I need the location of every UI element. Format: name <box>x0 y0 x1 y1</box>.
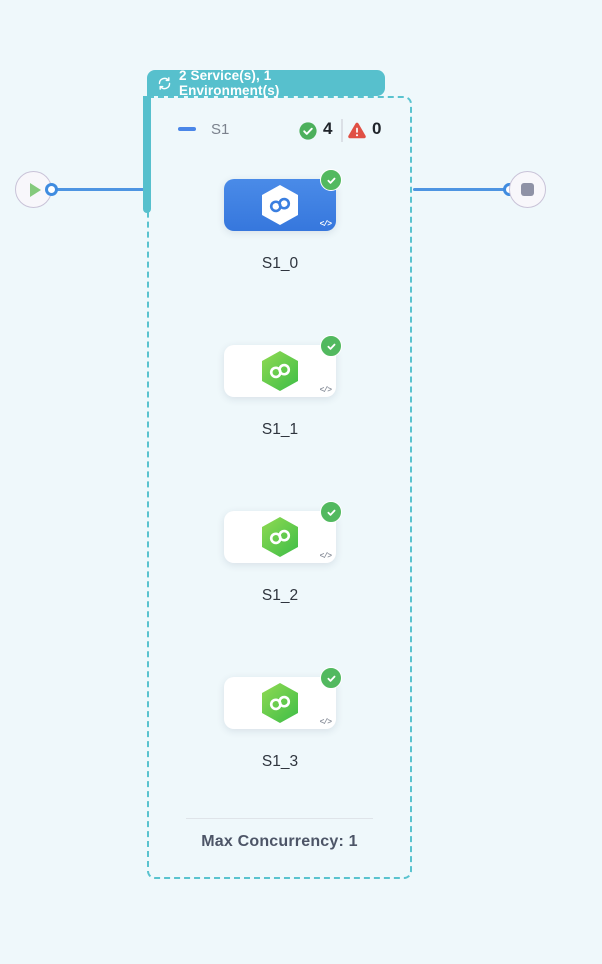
error-count: 0 <box>372 119 382 138</box>
pipeline-end-node <box>509 171 546 208</box>
success-count-icon <box>299 122 317 140</box>
service-exec-node-S1_0: </> S1_0 <box>224 169 342 279</box>
success-count: 4 <box>323 119 333 138</box>
service-exec-card[interactable]: </> <box>224 501 342 563</box>
stop-icon <box>521 183 534 196</box>
code-icon: </> <box>319 718 332 727</box>
stage-accent-bar <box>143 96 151 213</box>
start-port-icon <box>45 183 58 196</box>
max-concurrency-label: Max Concurrency: 1 <box>201 833 358 850</box>
success-badge-icon <box>320 169 342 191</box>
edge-stage-to-end <box>413 187 505 191</box>
service-exec-node-S1_3: </> S1_3 <box>224 667 342 777</box>
edge-start-to-stage <box>50 187 147 191</box>
play-icon <box>29 182 41 197</box>
code-icon: </> <box>319 552 332 561</box>
stage-summary-badge[interactable]: 2 Service(s), 1 Environment(s) <box>147 68 385 98</box>
success-badge-icon <box>320 667 342 689</box>
collapse-stage-button[interactable] <box>178 127 196 131</box>
service-hexagon-icon <box>262 683 298 723</box>
error-count-icon <box>348 122 366 139</box>
code-icon: </> <box>319 386 332 395</box>
stage-badge-label: 2 Service(s), 1 Environment(s) <box>179 68 280 98</box>
success-badge-icon <box>320 335 342 357</box>
stage-footer-divider <box>186 818 373 819</box>
service-hexagon-icon <box>262 517 298 557</box>
infinity-icon <box>269 363 291 379</box>
infinity-icon <box>269 695 291 711</box>
code-icon: </> <box>319 220 332 229</box>
service-exec-label: S1_3 <box>261 753 299 770</box>
service-exec-label: S1_1 <box>261 421 299 438</box>
loop-icon <box>158 76 171 90</box>
success-badge-icon <box>320 501 342 523</box>
count-divider <box>341 119 343 142</box>
infinity-icon <box>269 197 291 213</box>
stage-name: S1 <box>211 121 230 138</box>
service-exec-node-S1_2: </> S1_2 <box>224 501 342 611</box>
service-hexagon-icon <box>262 185 298 225</box>
stage-group-container[interactable] <box>147 96 412 879</box>
service-exec-card[interactable]: </> <box>224 667 342 729</box>
service-exec-card[interactable]: </> <box>224 169 342 231</box>
service-exec-label: S1_0 <box>261 255 299 272</box>
service-exec-node-S1_1: </> S1_1 <box>224 335 342 445</box>
infinity-icon <box>269 529 291 545</box>
service-exec-label: S1_2 <box>261 587 299 604</box>
service-exec-card[interactable]: </> <box>224 335 342 397</box>
service-hexagon-icon <box>262 351 298 391</box>
